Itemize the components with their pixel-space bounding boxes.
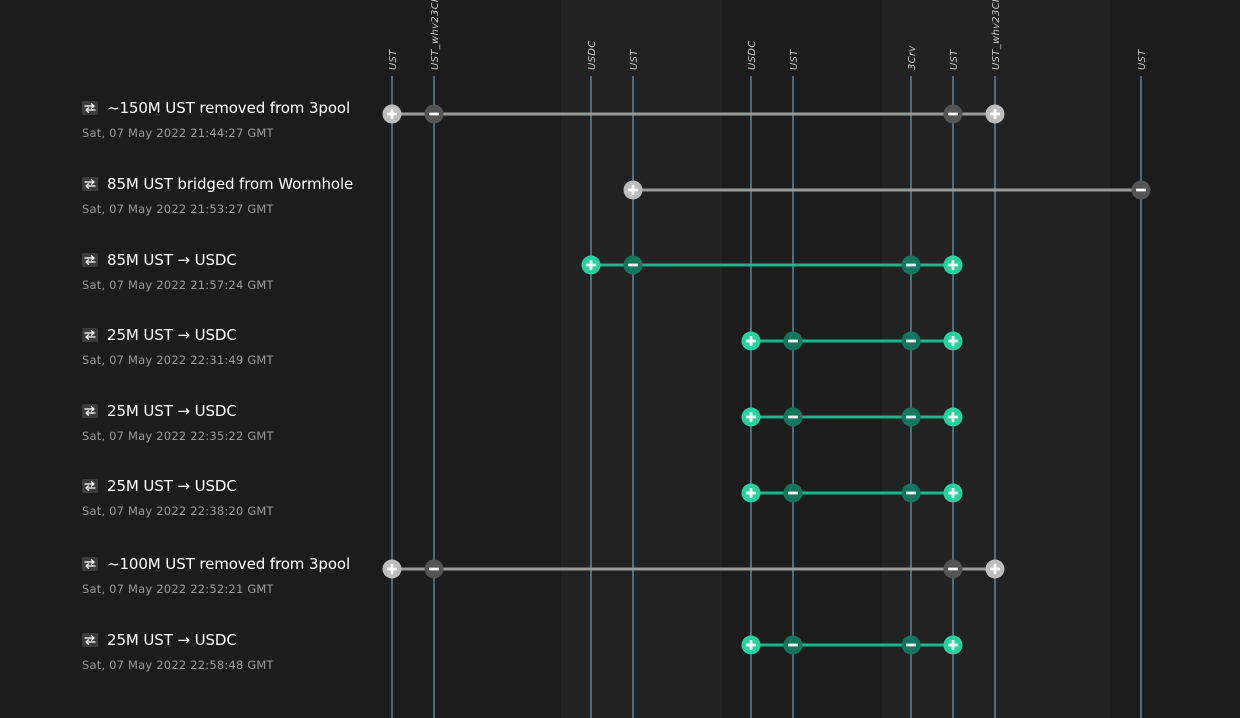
event-title-row: 85M UST → USDC [82, 251, 237, 269]
minus-node-icon[interactable] [943, 559, 963, 579]
pool-band [722, 0, 882, 718]
minus-node-icon[interactable] [783, 635, 803, 655]
event-title: 85M UST → USDC [107, 251, 237, 269]
event-timestamp: Sat, 07 May 2022 21:53:27 GMT [82, 202, 274, 216]
event-title-row: 85M UST bridged from Wormhole [82, 175, 353, 193]
minus-node-icon[interactable] [943, 104, 963, 124]
column-label: UST [629, 49, 640, 70]
minus-node-icon[interactable] [783, 331, 803, 351]
minus-node-icon[interactable] [901, 255, 921, 275]
event-timestamp: Sat, 07 May 2022 22:35:22 GMT [82, 429, 274, 443]
minus-node-icon[interactable] [424, 559, 444, 579]
swap-arrows-icon [82, 253, 98, 267]
plus-node-icon[interactable] [943, 255, 963, 275]
event-title-row: 25M UST → USDC [82, 326, 237, 344]
minus-node-icon[interactable] [783, 407, 803, 427]
minus-node-icon[interactable] [901, 483, 921, 503]
column-label: 3Crv [907, 45, 918, 70]
plus-node-icon[interactable] [623, 180, 643, 200]
plus-node-icon[interactable] [382, 559, 402, 579]
event-timestamp: Sat, 07 May 2022 22:58:48 GMT [82, 658, 274, 672]
plus-node-icon[interactable] [741, 331, 761, 351]
event-timestamp: Sat, 07 May 2022 22:52:21 GMT [82, 582, 274, 596]
event-title: ~150M UST removed from 3pool [107, 99, 351, 117]
event-item[interactable]: 25M UST → USDC Sat, 07 May 2022 22:38:20 … [0, 477, 370, 537]
plus-node-icon[interactable] [943, 407, 963, 427]
plus-node-icon[interactable] [581, 255, 601, 275]
event-timestamp: Sat, 07 May 2022 21:44:27 GMT [82, 126, 274, 140]
event-item[interactable]: 85M UST → USDC Sat, 07 May 2022 21:57:24 … [0, 251, 370, 311]
minus-node-icon[interactable] [783, 483, 803, 503]
minus-node-icon[interactable] [901, 635, 921, 655]
event-item[interactable]: 25M UST → USDC Sat, 07 May 2022 22:35:22 … [0, 402, 370, 462]
plus-node-icon[interactable] [943, 483, 963, 503]
minus-node-icon[interactable] [901, 407, 921, 427]
pool-band [1110, 0, 1240, 718]
plus-node-icon[interactable] [943, 331, 963, 351]
swap-arrows-icon [82, 557, 98, 571]
plus-node-icon[interactable] [985, 559, 1005, 579]
event-title: 85M UST bridged from Wormhole [107, 175, 354, 193]
swap-arrows-icon [82, 177, 98, 191]
minus-node-icon[interactable] [1131, 180, 1151, 200]
plus-node-icon[interactable] [382, 104, 402, 124]
event-item[interactable]: 25M UST → USDC Sat, 07 May 2022 22:31:49 … [0, 326, 370, 386]
event-timestamp: Sat, 07 May 2022 22:31:49 GMT [82, 353, 274, 367]
event-timestamp: Sat, 07 May 2022 21:57:24 GMT [82, 278, 274, 292]
event-title-row: 25M UST → USDC [82, 402, 237, 420]
event-title: ~100M UST removed from 3pool [107, 555, 351, 573]
column-label: UST [949, 49, 960, 70]
column-label: UST [1137, 49, 1148, 70]
minus-node-icon[interactable] [623, 255, 643, 275]
event-title-row: 25M UST → USDC [82, 631, 237, 649]
minus-node-icon[interactable] [901, 331, 921, 351]
column-label: UST [388, 49, 399, 70]
pool-band [0, 0, 561, 718]
swap-arrows-icon [82, 328, 98, 342]
plus-node-icon[interactable] [741, 483, 761, 503]
event-item[interactable]: 25M UST → USDC Sat, 07 May 2022 22:58:48 … [0, 631, 370, 691]
event-title: 25M UST → USDC [107, 477, 237, 495]
plus-node-icon[interactable] [741, 635, 761, 655]
event-title: 25M UST → USDC [107, 326, 237, 344]
event-title-row: ~100M UST removed from 3pool [82, 555, 350, 573]
flow-nodes [382, 104, 1151, 655]
minus-node-icon[interactable] [424, 104, 444, 124]
column-label: UST_whv23CRV [991, 0, 1002, 70]
column-label: USDC [747, 40, 758, 70]
event-title: 25M UST → USDC [107, 402, 237, 420]
plus-node-icon[interactable] [943, 635, 963, 655]
pool-band [561, 0, 722, 718]
swap-arrows-icon [82, 633, 98, 647]
event-timestamp: Sat, 07 May 2022 22:38:20 GMT [82, 504, 274, 518]
plus-node-icon[interactable] [741, 407, 761, 427]
plus-node-icon[interactable] [985, 104, 1005, 124]
event-title-row: 25M UST → USDC [82, 477, 237, 495]
swap-arrows-icon [82, 479, 98, 493]
swap-arrows-icon [82, 101, 98, 115]
column-label: USDC [587, 40, 598, 70]
column-label: UST_whv23CRV [430, 0, 441, 70]
column-labels: UST UST_whv23CRV USDC UST USDC UST 3Crv UST UST_… [388, 0, 1148, 70]
event-title-row: ~150M UST removed from 3pool [82, 99, 350, 117]
column-label: UST [789, 49, 800, 70]
swap-arrows-icon [82, 404, 98, 418]
event-title: 25M UST → USDC [107, 631, 237, 649]
